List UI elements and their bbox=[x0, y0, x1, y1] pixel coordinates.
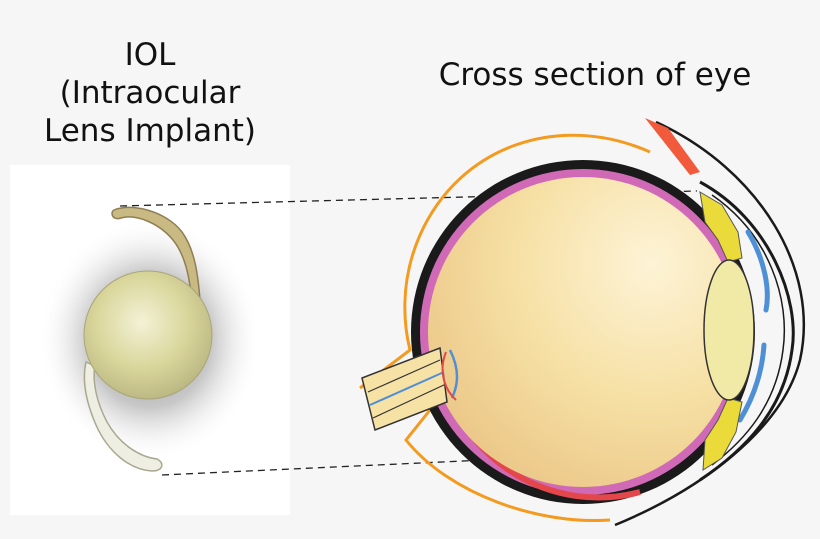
iol-title-line-2: (Intraocular bbox=[59, 75, 241, 111]
iol-panel bbox=[10, 165, 290, 515]
iris-lower bbox=[702, 397, 743, 471]
natural-lens bbox=[703, 259, 755, 401]
eye-cross-section bbox=[359, 118, 806, 527]
eyelid-tip bbox=[645, 118, 700, 175]
aqueous-humor-upper bbox=[745, 229, 770, 313]
optic-nerve bbox=[361, 346, 459, 432]
vitreous-body bbox=[428, 177, 738, 487]
iris-upper bbox=[699, 191, 743, 263]
iol-title-line-1: IOL bbox=[124, 37, 176, 73]
orbit-outline bbox=[359, 133, 651, 523]
iol-lower-haptic bbox=[83, 360, 163, 472]
iol-upper-haptic bbox=[111, 206, 201, 301]
iol-title-line-3: Lens Implant) bbox=[44, 113, 256, 149]
iol-title: IOL (Intraocular Lens Implant) bbox=[10, 36, 290, 150]
aqueous-humor-lower bbox=[737, 342, 767, 423]
eyelid-line bbox=[614, 120, 806, 527]
iol-optic bbox=[83, 270, 213, 400]
cornea-inner bbox=[711, 194, 786, 466]
eye-title: Cross section of eye bbox=[438, 57, 752, 93]
cornea bbox=[699, 180, 795, 482]
